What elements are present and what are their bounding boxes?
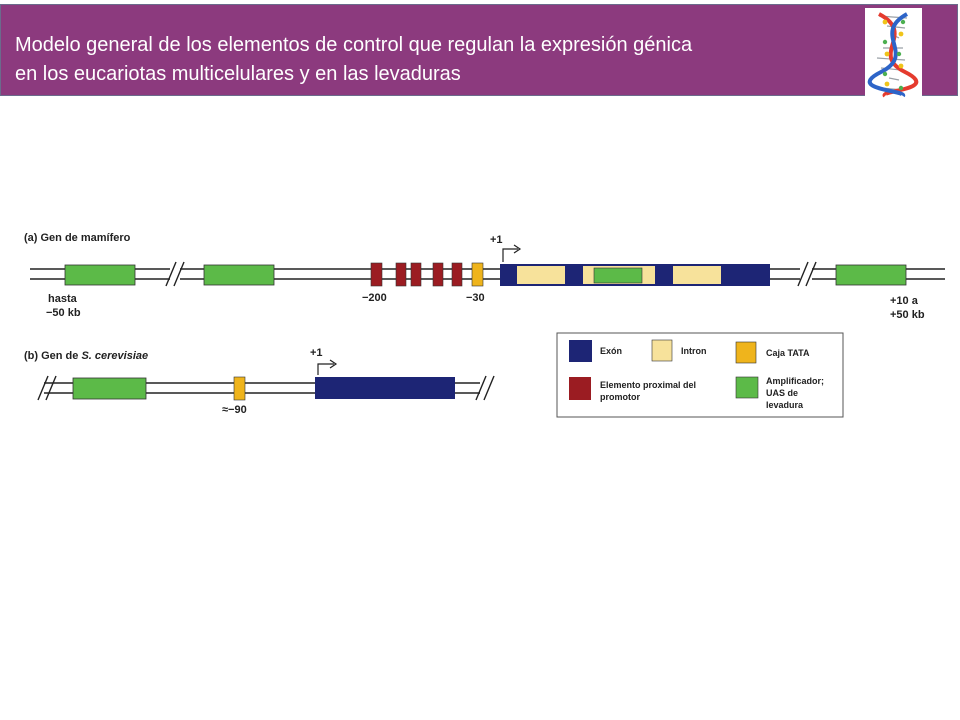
legend-intron-label: Intron: [681, 346, 707, 356]
tss-arrowhead-a: [513, 244, 522, 254]
legend-box: [556, 332, 844, 418]
proximal-element: [410, 262, 422, 287]
legend-proximal-label-line2: promotor: [600, 392, 640, 402]
proximal-element: [370, 262, 383, 287]
legend-exon-label: Exón: [600, 346, 622, 356]
legend-proximal-swatch: [569, 377, 591, 400]
enhancer-downstream: [835, 264, 907, 286]
proximal-element: [432, 262, 444, 287]
legend-enhancer-label-line2: UAS de: [766, 388, 798, 398]
pos-minus-30: −30: [466, 292, 485, 304]
pos-minus-200: −200: [362, 292, 387, 304]
exon-b: [315, 377, 455, 399]
proximal-element: [451, 262, 463, 287]
slide-title-line1: Modelo general de los elementos de contr…: [15, 34, 693, 56]
pos-approx-minus-90: ≈−90: [222, 404, 247, 416]
title-bar: Modelo general de los elementos de contr…: [0, 4, 958, 96]
legend-exon-swatch: [569, 340, 592, 362]
label-b: (b) Gen de S. cerevisiae: [24, 350, 148, 362]
uas-yeast: [72, 377, 147, 400]
legend-tata-swatch: [735, 341, 757, 364]
enhancer-intronic: [593, 267, 643, 284]
intron: [517, 266, 565, 284]
legend-proximal-label-line1: Elemento proximal del: [600, 380, 696, 390]
tata-box-a: [471, 262, 484, 287]
gene-diagram: (a) Gen de mamífero +1 −200 −30 hasta −5…: [24, 232, 945, 418]
tss-arrow-a: [502, 248, 518, 262]
tata-box-b: [233, 376, 246, 401]
legend-enhancer-label-line1: Amplificador;: [766, 376, 824, 386]
break-marks-a: [165, 261, 817, 287]
promoter-proximal-elements: [370, 262, 463, 287]
dna-strand-a: [30, 268, 945, 280]
legend-intron-swatch: [651, 339, 673, 362]
slide-title-line2: en los eucariotas multicelulares y en la…: [15, 63, 461, 85]
tss-arrowhead-b: [329, 359, 338, 369]
downstream-range-line2: +50 kb: [890, 309, 925, 321]
upstream-range-line2: −50 kb: [46, 307, 81, 319]
tss-label-b: +1: [310, 347, 323, 359]
intron: [673, 266, 721, 284]
label-a: (a) Gen de mamífero: [24, 232, 131, 244]
enhancer-upstream-near: [203, 264, 275, 286]
legend-enhancer-swatch: [735, 376, 759, 399]
break-marks-b: [37, 375, 495, 401]
legend: Exón Intron Caja TATA Elemento proximal …: [556, 332, 844, 418]
proximal-element: [395, 262, 407, 287]
upstream-range-line1: hasta: [48, 293, 78, 305]
legend-tata-label: Caja TATA: [766, 348, 810, 358]
enhancer-upstream-far: [64, 264, 136, 286]
slide-title: Modelo general de los elementos de contr…: [15, 31, 855, 89]
legend-enhancer-label-line3: levadura: [766, 400, 804, 410]
tss-label-a: +1: [490, 234, 503, 246]
downstream-range-line1: +10 a: [890, 295, 919, 307]
dna-helix-icon: [865, 8, 922, 98]
tss-arrow-b: [317, 363, 334, 375]
